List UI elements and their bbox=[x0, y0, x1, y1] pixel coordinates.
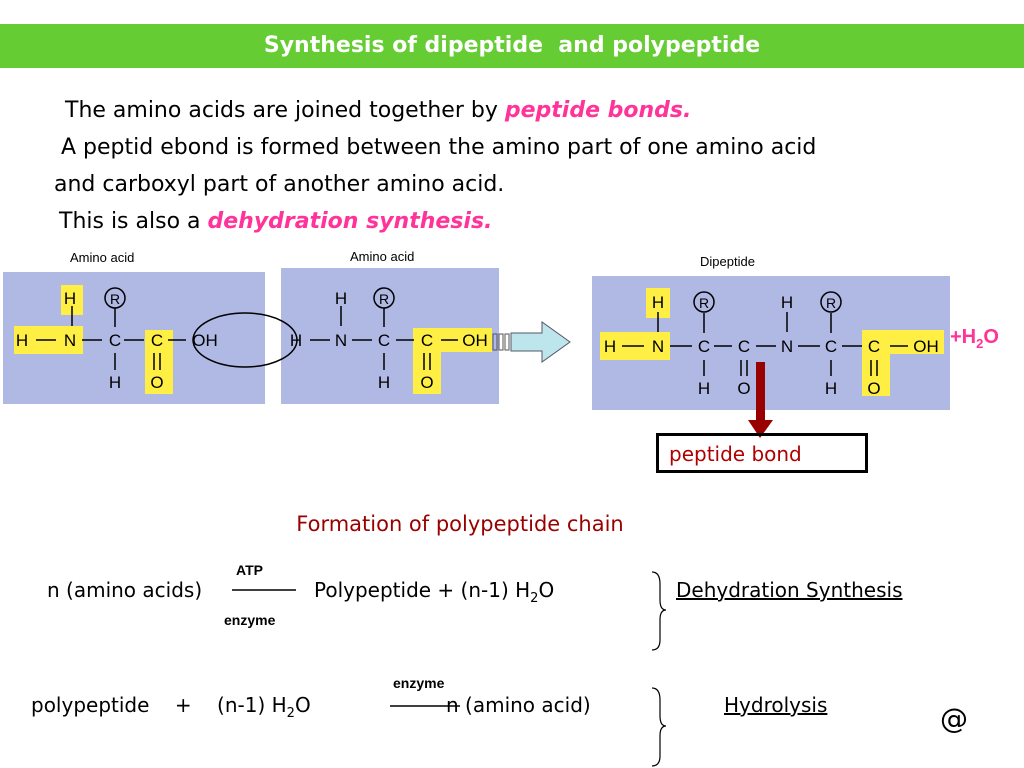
atom-oh-1: OH bbox=[192, 331, 218, 350]
eq2-right: n (amino acid) bbox=[446, 693, 591, 717]
atom-h-bottom-4: H bbox=[825, 379, 837, 398]
atom-n-3: N bbox=[652, 337, 664, 356]
amino-acid-2-atoms: H H N R C H C O OH bbox=[290, 289, 488, 392]
eq2-name: Hydrolysis bbox=[724, 693, 828, 717]
water-prefix: +H bbox=[950, 326, 977, 348]
atom-n-4: N bbox=[781, 337, 793, 356]
eq1-right-tail: O bbox=[538, 578, 555, 602]
atom-h-top-1: H bbox=[64, 289, 76, 308]
eq2-left-main: polypeptide + (n-1) H bbox=[31, 693, 287, 717]
eq2-enzyme-label: enzyme bbox=[393, 675, 445, 691]
peptide-bonds-highlight: peptide bonds. bbox=[504, 98, 692, 123]
eq1-atp-label: ATP bbox=[236, 562, 263, 578]
atom-r-3: R bbox=[699, 295, 709, 311]
at-symbol: @ bbox=[940, 702, 968, 735]
dipeptide-structure bbox=[622, 291, 908, 376]
amino-acid-2-structure bbox=[310, 287, 458, 370]
peptide-bond-label-box: peptide bond bbox=[656, 433, 868, 473]
slide-title: Synthesis of dipeptide and polypeptide bbox=[263, 33, 761, 58]
intro-line-1: The amino acids are joined together by p… bbox=[54, 92, 994, 129]
group-highlights bbox=[14, 285, 944, 396]
dehydration-highlight: dehydration synthesis. bbox=[207, 209, 493, 234]
carboxyl-highlight-2b bbox=[413, 352, 441, 394]
carboxyl-highlight-3b bbox=[862, 354, 890, 396]
atom-c-carbonyl-2: C bbox=[421, 331, 433, 350]
intro-line-3: and carboxyl part of another amino acid. bbox=[54, 172, 505, 197]
atom-h-left-1: H bbox=[16, 331, 28, 350]
eq1-right-main: Polypeptide + (n-1) H bbox=[314, 578, 531, 602]
eq1-right: Polypeptide + (n-1) H2O bbox=[314, 578, 554, 606]
dipeptide-atoms: H H N R C H C O H N R C H C O OH bbox=[604, 293, 939, 398]
intro-line-2: A peptid ebond is formed between the ami… bbox=[54, 135, 817, 160]
eq1-right-sub: 2 bbox=[530, 591, 539, 606]
eq1-name: Dehydration Synthesis bbox=[676, 578, 903, 602]
atom-n-1: N bbox=[64, 331, 76, 350]
intro-line-4: This is also a dehydration synthesis. bbox=[54, 203, 994, 240]
brace-2-icon bbox=[651, 687, 667, 767]
section-heading: Formation of polypeptide chain bbox=[296, 512, 624, 536]
brace-1-icon bbox=[651, 571, 667, 651]
peptide-bond-arrow-icon bbox=[748, 362, 773, 438]
atom-c-carbonyl-3: C bbox=[738, 337, 750, 356]
eq2-left: polypeptide + (n-1) H2O bbox=[31, 693, 311, 721]
amino-acid-1-caption: Amino acid bbox=[70, 250, 135, 265]
atom-c-carbonyl-4: C bbox=[868, 337, 880, 356]
intro-text: The amino acids are joined together by p… bbox=[54, 92, 994, 240]
amino-group-highlight-1a bbox=[61, 285, 83, 315]
atom-h-left-3: H bbox=[604, 337, 616, 356]
atom-n-2: N bbox=[335, 331, 347, 350]
atom-r-2: R bbox=[379, 291, 389, 307]
eq2-left-tail: O bbox=[294, 693, 311, 717]
atom-h-top-4: H bbox=[781, 293, 793, 312]
atom-oh-2: OH bbox=[462, 331, 488, 350]
water-subscript: 2 bbox=[976, 336, 984, 351]
amino-acid-1-atoms: H H N R C H C O OH bbox=[16, 289, 218, 392]
atom-c-alpha-3: C bbox=[698, 337, 710, 356]
reaction-arrow-icon bbox=[492, 321, 571, 363]
atom-o-4: O bbox=[867, 379, 880, 398]
peptide-bond-label: peptide bond bbox=[669, 442, 802, 466]
atom-c-alpha-2: C bbox=[378, 331, 390, 350]
carboxyl-highlight-3a bbox=[862, 330, 944, 354]
water-suffix: O bbox=[983, 326, 999, 348]
atom-h-bottom-1: H bbox=[109, 373, 121, 392]
atom-h-bottom-3: H bbox=[698, 379, 710, 398]
atom-o-2: O bbox=[420, 373, 433, 392]
amino-acid-2-caption: Amino acid bbox=[350, 249, 415, 264]
water-product: +H2O bbox=[950, 326, 999, 351]
amino-acid-1-structure bbox=[36, 287, 298, 370]
atom-h-left-2: H bbox=[290, 331, 302, 350]
intro-line-1-text: The amino acids are joined together by bbox=[65, 98, 505, 123]
atom-r-1: R bbox=[110, 291, 120, 307]
eq1-enzyme-label: enzyme bbox=[224, 612, 276, 628]
atom-c-alpha-4: C bbox=[825, 337, 837, 356]
atom-c-carbonyl-1: C bbox=[151, 331, 163, 350]
atom-r-4: R bbox=[826, 295, 836, 311]
atom-oh-4: OH bbox=[913, 337, 939, 356]
atom-h-top-2: H bbox=[335, 289, 347, 308]
intro-line-4-text: This is also a bbox=[59, 209, 208, 234]
atom-c-alpha-1: C bbox=[109, 331, 121, 350]
atom-o-3: O bbox=[737, 379, 750, 398]
title-bar: Synthesis of dipeptide and polypeptide bbox=[0, 24, 1024, 68]
atom-o-1: O bbox=[150, 373, 163, 392]
atom-h-top-3: H bbox=[652, 293, 664, 312]
eq1-left: n (amino acids) bbox=[47, 578, 203, 602]
atom-h-bottom-2: H bbox=[378, 373, 390, 392]
dipeptide-caption: Dipeptide bbox=[700, 254, 755, 269]
eq2-left-sub: 2 bbox=[286, 706, 295, 721]
